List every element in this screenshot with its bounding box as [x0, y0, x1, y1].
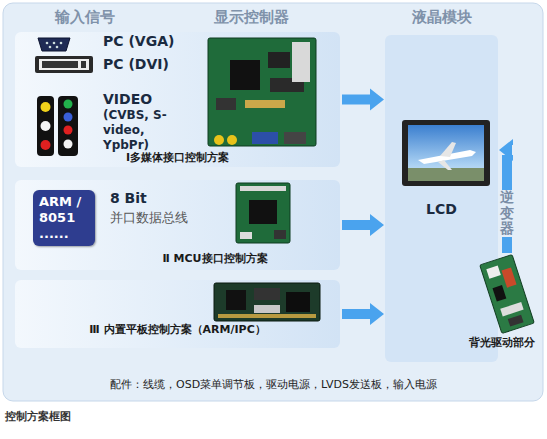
backlight-board: 背光驱动部分 — [478, 256, 536, 332]
scheme-band: Ⅰ多媒体接口控制方案 — [15, 32, 340, 167]
vga-connector-icon-part — [46, 42, 49, 45]
lcd-screen-picture — [402, 120, 490, 186]
flow-arrow — [499, 139, 513, 253]
signal-name: VIDEO — [103, 91, 152, 107]
backlight-board-picture-part — [480, 255, 535, 334]
backlight-board-picture — [480, 255, 535, 334]
lcd-module-band: 液晶模块LCD — [385, 35, 498, 362]
video-jack-icon-part — [64, 113, 73, 122]
node-text: ARM / 8051 ...... — [39, 194, 89, 242]
node-text: LCD — [385, 201, 498, 217]
column-header: 显示控制器 — [214, 8, 289, 27]
node-text: Ⅲ 内置平板控制方案（ARM/IPC） — [15, 322, 340, 337]
panel-ground — [3, 3, 543, 401]
vga-connector-icon-part — [56, 46, 59, 49]
panel-ground-part — [15, 280, 340, 348]
panel-ground-part — [15, 180, 340, 270]
multimedia-board-part — [216, 98, 236, 110]
panel-ground-part — [385, 35, 498, 362]
mcu-board-part — [236, 183, 290, 243]
accessory-note: 配件：线缆，OSD菜单调节板，驱动电源，LVDS发送板，输入电源 — [0, 377, 547, 392]
multimedia-board — [208, 38, 316, 146]
dvi-connector-icon-part — [39, 59, 89, 70]
lcd-screen-picture-part — [438, 160, 452, 170]
node-text: Ⅱ MCU接口控制方案 — [135, 251, 295, 266]
backlight-board-picture-part-part — [500, 302, 523, 316]
video-jack-icon-part — [64, 126, 73, 135]
video-jack-icon-part — [37, 96, 54, 156]
multimedia-board-part — [268, 52, 290, 68]
video-jack-icon-part — [58, 96, 78, 156]
vga-connector-icon-part — [38, 38, 70, 51]
video-jack-icon-part — [64, 100, 73, 109]
lcd-screen-picture-part — [408, 168, 484, 181]
mcu-box: ARM / 8051 ...... — [33, 190, 95, 246]
flow-arrow — [342, 303, 384, 325]
video-jack-icon — [37, 96, 78, 156]
dvi-connector-icon — [35, 56, 93, 73]
vga-connector-icon — [38, 38, 70, 51]
dvi-connector-icon-part — [42, 61, 78, 68]
backlight-board-picture-part-part — [486, 265, 501, 278]
flow-arrow — [342, 89, 384, 111]
embedded-board-part — [254, 305, 280, 313]
video-jack-icon-part — [64, 140, 73, 149]
flow-arrow — [342, 214, 384, 236]
lcd-screen-picture-part — [402, 120, 490, 186]
dvi-connector-icon-part — [81, 61, 86, 68]
backlight-board-picture-part-part — [492, 285, 506, 301]
embedded-board-part — [214, 283, 320, 321]
backlight-board-picture-part-part — [480, 255, 535, 334]
embedded-board-part — [254, 288, 280, 300]
video-jack-icon-part — [41, 102, 51, 112]
mcu-board-part — [249, 200, 277, 224]
vga-connector-icon-part — [49, 46, 52, 49]
mcu-board — [236, 183, 290, 243]
bus-name: 并口数据总线 — [110, 209, 188, 227]
signal-detail: (CVBS, S-video, YpbPr) — [103, 108, 167, 153]
video-jack-icon-part — [41, 121, 51, 131]
lcd-screen-picture-part — [408, 125, 484, 181]
mcu-board-part — [240, 232, 252, 239]
embedded-board-part — [226, 290, 246, 310]
signal-name: PC (DVI) — [103, 56, 169, 72]
mcu-board-part — [240, 186, 286, 191]
multimedia-board-part — [252, 132, 278, 144]
lcd-screen-picture-part — [440, 142, 456, 157]
figure-caption: 控制方案框图 — [5, 409, 71, 424]
multimedia-board-part — [292, 42, 310, 82]
embedded-board-part — [286, 292, 310, 312]
embedded-board — [214, 283, 320, 321]
dvi-connector-icon-part — [35, 56, 93, 73]
multimedia-board-part — [214, 135, 224, 145]
backlight-board-picture-part-part — [501, 267, 516, 287]
column-header: 输入信号 — [55, 8, 115, 27]
node-text: Ⅰ多媒体接口控制方案 — [15, 150, 340, 165]
multimedia-board-part — [284, 132, 306, 144]
multimedia-board-part — [227, 135, 237, 145]
embedded-board-part — [218, 314, 316, 318]
backlight-board-picture-part-part — [508, 315, 524, 327]
node-text: 背光驱动部分 — [462, 335, 542, 350]
bus-width: 8 Bit — [110, 190, 147, 206]
column-header: 液晶模块 — [385, 8, 498, 27]
mcu-board-part — [274, 230, 286, 239]
multimedia-board-part — [230, 60, 260, 90]
scheme-band: Ⅲ 内置平板控制方案（ARM/IPC） — [15, 280, 340, 348]
vga-connector-icon-part — [53, 42, 56, 45]
multimedia-board-part — [208, 38, 316, 146]
signal-name: PC (VGA) — [103, 33, 174, 49]
multimedia-board-part — [245, 100, 285, 108]
edge-label: 逆变器 — [500, 190, 514, 236]
panel-ground-part — [15, 32, 340, 167]
panel-ground-part — [3, 3, 543, 401]
video-jack-icon-part — [41, 140, 51, 150]
vga-connector-icon-part — [60, 42, 63, 45]
